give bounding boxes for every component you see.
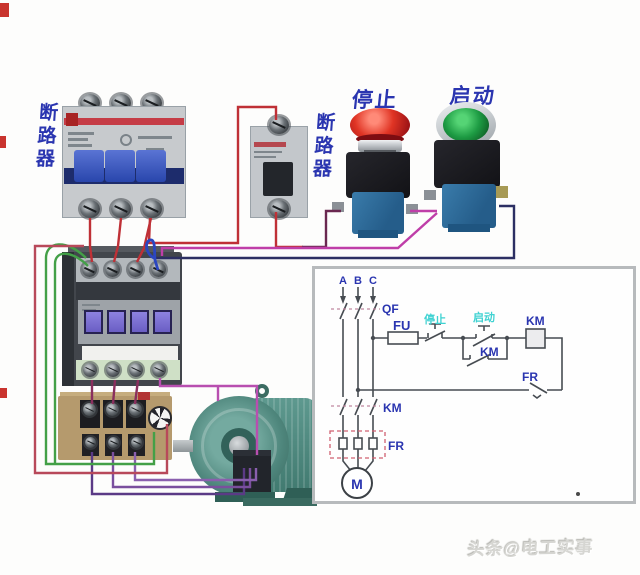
breaker-toggle	[105, 150, 135, 182]
button-housing	[346, 152, 410, 198]
terminal-screw	[106, 403, 119, 416]
rating-text	[68, 144, 92, 147]
terminal-screw	[85, 437, 96, 448]
terminal-screw	[105, 262, 120, 277]
button-housing	[434, 140, 500, 188]
button-base	[442, 184, 496, 228]
base-foot	[358, 230, 398, 238]
start-green-lens	[443, 108, 489, 142]
electric-motor	[173, 384, 321, 510]
terminal-screw	[131, 437, 142, 448]
terminal-screw	[80, 200, 100, 218]
brand-logo	[66, 113, 78, 126]
red-jumper	[138, 392, 150, 400]
stop-pushbutton	[330, 104, 422, 238]
terminal-cover	[107, 310, 126, 334]
side-terminal	[332, 202, 344, 212]
certification-logo	[120, 134, 132, 146]
breaker-toggle	[74, 150, 104, 182]
rating-text	[138, 136, 172, 139]
schematic-panel	[312, 266, 636, 504]
artifact-dot	[576, 492, 580, 496]
rating-text	[254, 156, 276, 158]
base-foot	[448, 224, 490, 232]
terminal-screw	[83, 403, 96, 416]
aux-circuit-breaker	[250, 116, 308, 228]
terminal-screw	[111, 200, 131, 218]
terminal-screw	[129, 403, 142, 416]
red-edge-mark	[0, 388, 7, 398]
side-terminal	[406, 204, 418, 214]
breaker-red-stripe	[64, 118, 184, 125]
start-pushbutton	[420, 98, 512, 234]
terminal-screw	[106, 363, 120, 377]
terminal-screw	[82, 262, 97, 277]
terminal-screw	[151, 262, 166, 277]
terminal-screw	[152, 363, 166, 377]
terminal-screw	[129, 363, 143, 377]
terminal-cover	[130, 310, 149, 334]
breaker-toggle	[263, 162, 293, 196]
cap-lip	[356, 134, 404, 144]
side-terminal	[424, 190, 436, 200]
terminal-screw	[269, 200, 289, 218]
rating-text	[254, 151, 282, 153]
motor-foot	[215, 492, 275, 502]
motor-base	[243, 498, 317, 506]
main-breaker-label: 断路器	[35, 103, 59, 170]
terminal-screw	[269, 116, 289, 134]
red-edge-mark	[0, 136, 6, 148]
adjustment-dial	[148, 406, 172, 430]
model-text	[82, 304, 100, 306]
terminal-cover	[84, 310, 103, 334]
button-base	[352, 192, 404, 234]
brand-stripe	[254, 142, 286, 147]
terminal-screw	[83, 363, 97, 377]
thermal-overload-relay	[58, 392, 172, 464]
motor-shaft	[173, 440, 193, 452]
contactor-side	[62, 252, 74, 386]
breaker-toggle	[136, 150, 166, 182]
contactor	[62, 246, 182, 386]
eyebolt	[255, 384, 269, 398]
side-terminal	[494, 186, 508, 198]
terminal-screw	[108, 437, 119, 448]
label-strip	[82, 346, 178, 360]
terminal-screw	[128, 262, 143, 277]
rating-text	[68, 132, 94, 135]
terminal-screw	[142, 200, 162, 218]
metal-ring	[358, 140, 402, 152]
red-edge-mark	[0, 3, 9, 17]
terminal-cover	[153, 310, 172, 334]
watermark: 头条@电工实事	[466, 537, 595, 560]
main-circuit-breaker	[62, 92, 186, 224]
rating-text	[68, 138, 88, 141]
upper-dark-zone	[76, 282, 180, 300]
